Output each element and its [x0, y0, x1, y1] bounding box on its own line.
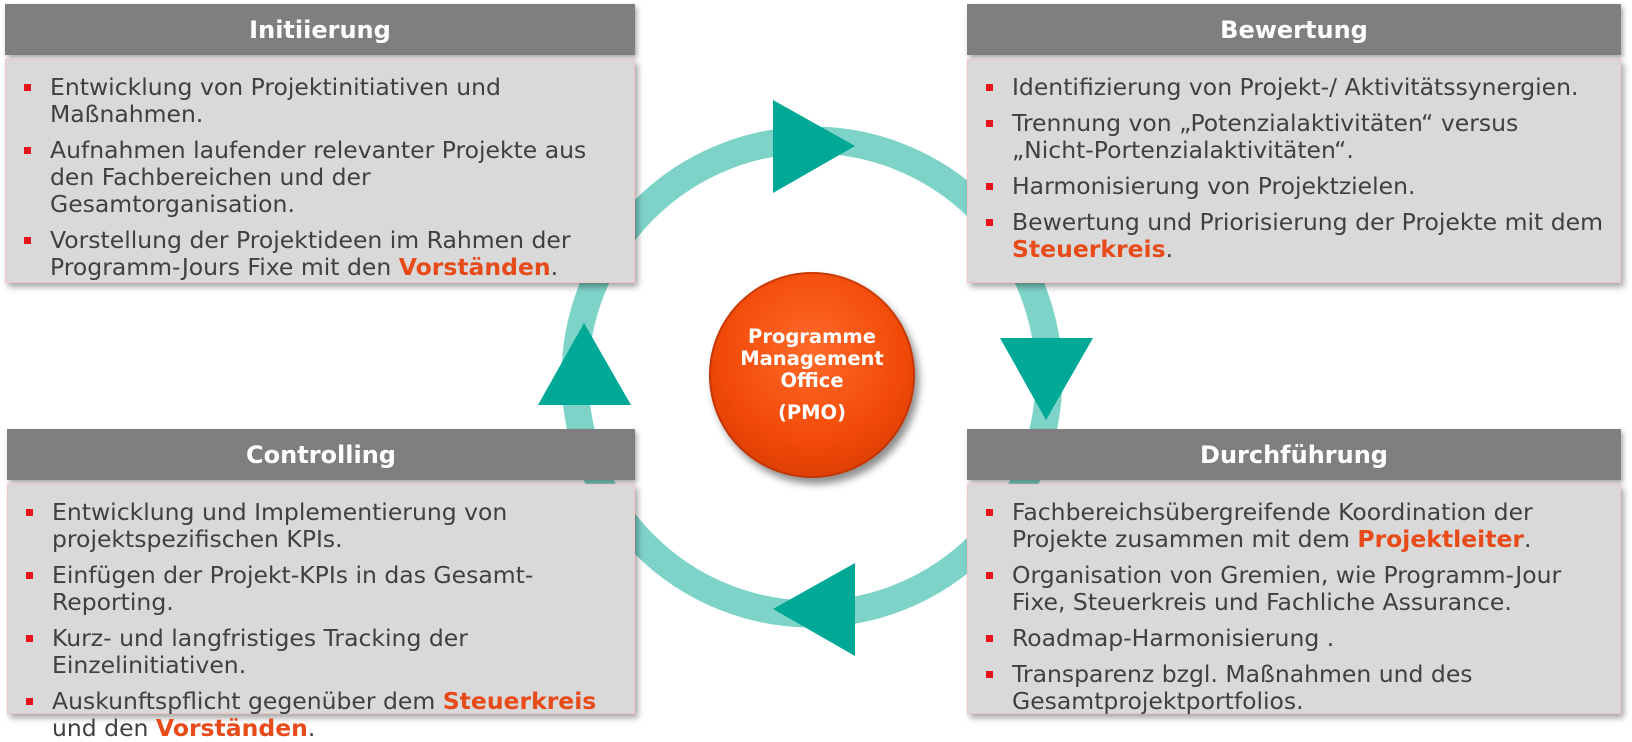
arrow-up-icon	[538, 323, 631, 405]
list-item: Identifizierung von Projekt-/ Aktivitäts…	[984, 74, 1606, 101]
list-item: Vorstellung der Projektideen im Rahmen d…	[22, 227, 620, 281]
emphasis-text: Vorständen	[155, 714, 308, 742]
list-item: Auskunftspflicht gegenüber dem Steuerkre…	[24, 688, 620, 742]
panel-bewertung: Bewertung Identifizierung von Projekt-/ …	[967, 4, 1621, 283]
bullet-list: Entwicklung von Projektinitiativen und M…	[22, 74, 620, 281]
pmo-center-circle: Programme Management Office (PMO)	[709, 272, 915, 478]
arrow-left-icon	[773, 563, 855, 656]
pmo-line: Office	[780, 369, 844, 392]
panel-body: Entwicklung und Implementierung von proj…	[7, 484, 635, 742]
pmo-line: Management	[740, 347, 884, 370]
list-item: Bewertung und Priorisierung der Projekte…	[984, 209, 1606, 263]
panel-body: Entwicklung von Projektinitiativen und M…	[5, 59, 635, 283]
list-item: Fachbereichsübergreifende Koordination d…	[984, 499, 1606, 553]
bullet-list: Identifizierung von Projekt-/ Aktivitäts…	[984, 74, 1606, 263]
panel-title: Initiierung	[5, 4, 635, 55]
emphasis-text: Projektleiter	[1357, 525, 1524, 553]
panel-controlling: Controlling Entwicklung und Implementier…	[7, 429, 635, 742]
bullet-list: Entwicklung und Implementierung von proj…	[24, 499, 620, 742]
pmo-abbreviation: (PMO)	[777, 401, 847, 424]
list-item: Aufnahmen laufender relevanter Projekte …	[22, 137, 620, 218]
list-item: Trennung von „Potenzialaktivitäten“ vers…	[984, 110, 1606, 164]
list-item: Organisation von Gremien, wie Programm-J…	[984, 562, 1606, 616]
list-item: Entwicklung von Projektinitiativen und M…	[22, 74, 620, 128]
emphasis-text: Vorständen	[398, 253, 551, 281]
emphasis-text: Steuerkreis	[1012, 235, 1166, 263]
panel-body: Identifizierung von Projekt-/ Aktivitäts…	[967, 59, 1621, 283]
panel-title: Bewertung	[967, 4, 1621, 55]
emphasis-text: Steuerkreis	[442, 687, 597, 715]
arrow-right-icon	[773, 100, 855, 193]
panel-title: Durchführung	[967, 429, 1621, 480]
list-item: Harmonisierung von Projektzielen.	[984, 173, 1606, 200]
panel-initiierung: Initiierung Entwicklung von Projektiniti…	[5, 4, 635, 283]
list-item: Einfügen der Projekt-KPIs in das Gesamt-…	[24, 562, 620, 616]
pmo-line: Programme	[748, 325, 876, 348]
panel-durchfuehrung: Durchführung Fachbereichsübergreifende K…	[967, 429, 1621, 715]
arrow-down-icon	[1000, 338, 1093, 420]
bullet-list: Fachbereichsübergreifende Koordination d…	[984, 499, 1606, 715]
list-item: Roadmap-Harmonisierung .	[984, 625, 1606, 652]
panel-title: Controlling	[7, 429, 635, 480]
list-item: Transparenz bzgl. Maßnahmen und des Gesa…	[984, 661, 1606, 715]
panel-body: Fachbereichsübergreifende Koordination d…	[967, 484, 1621, 715]
list-item: Kurz- und langfristiges Tracking der Ein…	[24, 625, 620, 679]
list-item: Entwicklung und Implementierung von proj…	[24, 499, 620, 553]
